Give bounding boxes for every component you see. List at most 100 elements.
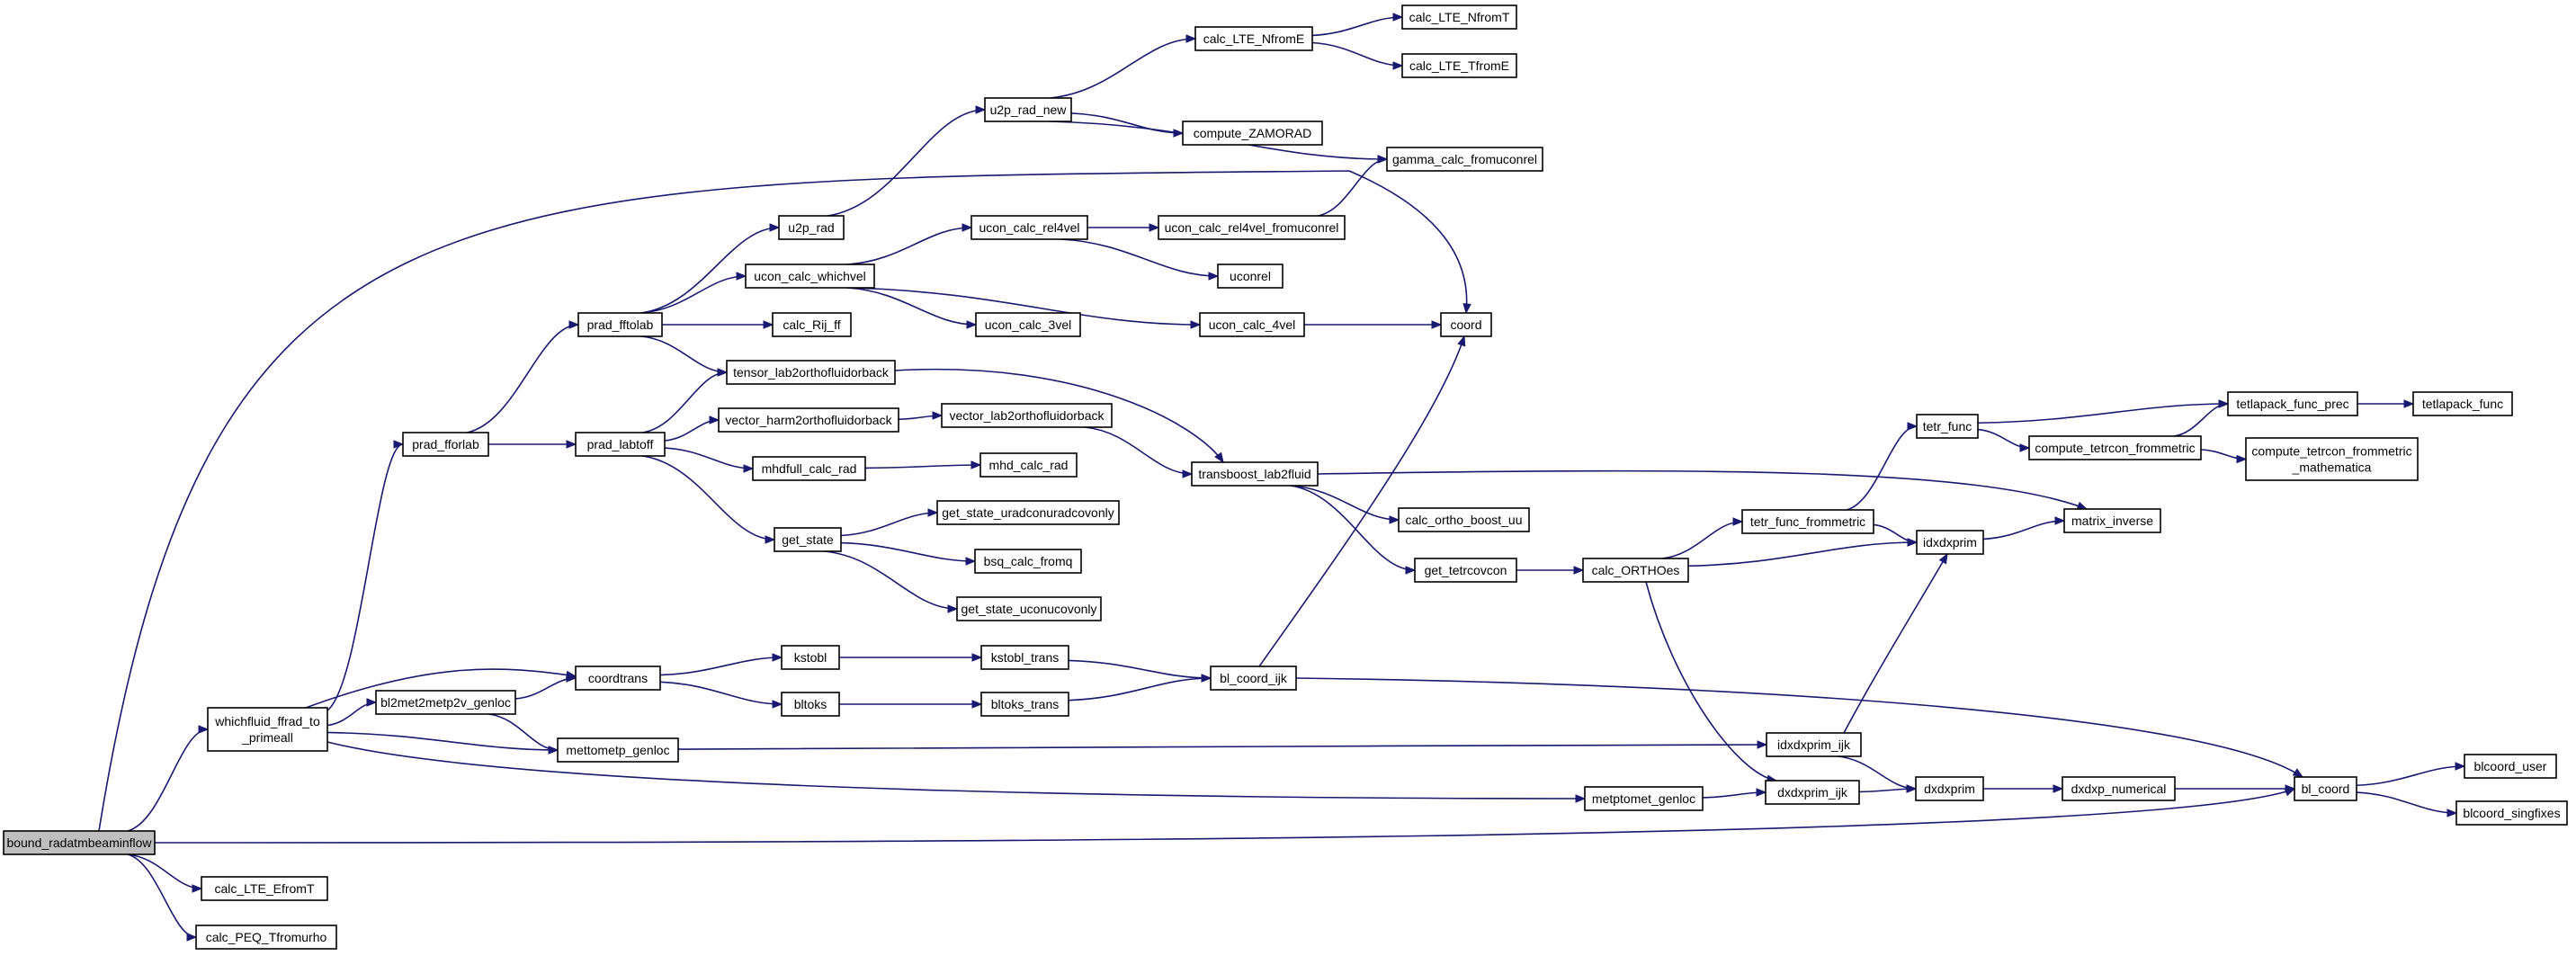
node-ucon_calc_4vel[interactable]: ucon_calc_4vel (1199, 312, 1305, 337)
node-ucon_calc_3vel[interactable]: ucon_calc_3vel (975, 312, 1081, 337)
edge-dxdxprim-to-dxdxp_numerical (1982, 784, 2064, 793)
edge-tetr_func-to-tetlapack_func_prec (1977, 399, 2230, 424)
node-get_state_uradconuradcovonly[interactable]: get_state_uradconuradcovonly (936, 500, 1120, 525)
node-mhdfull_calc_rad[interactable]: mhdfull_calc_rad (752, 456, 866, 481)
node-gamma_calc_fromuconrel[interactable]: gamma_calc_fromuconrel (1386, 147, 1543, 172)
node-label: u2p_rad_new (990, 103, 1068, 117)
edge-get_state-to-get_state_uconucovonly (824, 550, 959, 613)
node-label: mhdfull_calc_rad (762, 461, 857, 476)
node-transboost_lab2fluid[interactable]: transboost_lab2fluid (1191, 461, 1319, 487)
edge-whichfluid_ffrad_to_primeall-to-mettometp_genloc (326, 731, 559, 755)
node-ucon_calc_rel4vel[interactable]: ucon_calc_rel4vel (970, 215, 1088, 240)
node-whichfluid_ffrad_to_primeall[interactable]: whichfluid_ffrad_to_primeall (207, 707, 328, 752)
node-mettometp_genloc[interactable]: mettometp_genloc (557, 737, 679, 763)
node-label: bl_coord (2302, 782, 2350, 796)
node-dxdxprim[interactable]: dxdxprim (1915, 776, 1984, 801)
node-u2p_rad_new[interactable]: u2p_rad_new (984, 97, 1072, 122)
edge-line (326, 443, 404, 711)
arrowhead-icon (971, 700, 983, 709)
node-vector_lab2orthofluidorback[interactable]: vector_lab2orthofluidorback (941, 403, 1113, 428)
node-tetr_func[interactable]: tetr_func (1916, 414, 1979, 439)
node-dxdxprim_ijk[interactable]: dxdxprim_ijk (1765, 780, 1860, 805)
node-bsq_calc_fromq[interactable]: bsq_calc_fromq (974, 549, 1082, 574)
node-box (752, 456, 866, 481)
node-calc_ortho_boost_uu[interactable]: calc_ortho_boost_uu (1398, 507, 1530, 532)
node-mhd_calc_rad[interactable]: mhd_calc_rad (979, 452, 1078, 478)
node-box (941, 403, 1113, 428)
node-idxdxprim_ijk[interactable]: idxdxprim_ijk (1766, 732, 1862, 757)
node-coord[interactable]: coord (1440, 312, 1492, 337)
node-uconrel[interactable]: uconrel (1217, 264, 1284, 289)
node-calc_Rij_ff[interactable]: calc_Rij_ff (772, 312, 852, 337)
node-compute_tetrcon_frommetric_mathematica[interactable]: compute_tetrcon_frommetric_mathematica (2245, 437, 2419, 481)
arrowhead-icon (1431, 320, 1443, 329)
node-prad_fforlab[interactable]: prad_fforlab (402, 432, 489, 457)
node-compute_ZAMORAD[interactable]: compute_ZAMORAD (1182, 121, 1323, 146)
node-box (1440, 312, 1492, 337)
node-matrix_inverse[interactable]: matrix_inverse (2063, 508, 2161, 533)
node-bound_radatmbeaminflow[interactable]: bound_radatmbeaminflow (3, 830, 156, 855)
node-ucon_calc_rel4vel_fromuconrel[interactable]: ucon_calc_rel4vel_fromuconrel (1158, 215, 1346, 240)
node-ucon_calc_whichvel[interactable]: ucon_calc_whichvel (745, 264, 875, 289)
arrowhead-icon (765, 535, 776, 544)
edge-line (1317, 158, 1388, 217)
node-tensor_lab2orthofluidorback[interactable]: tensor_lab2orthofluidorback (726, 360, 896, 385)
edge-ucon_calc_whichvel-to-ucon_calc_4vel (846, 287, 1202, 329)
edge-ucon_calc_rel4vel-to-uconrel (1060, 238, 1220, 281)
node-coordtrans[interactable]: coordtrans (575, 666, 661, 691)
node-label: compute_tetrcon_frommetric (2035, 441, 2195, 455)
node-tetlapack_func[interactable]: tetlapack_func (2412, 391, 2513, 416)
edge-bl_coord-to-blcoord_singfixes (2356, 791, 2458, 818)
node-bl_coord_ijk[interactable]: bl_coord_ijk (1210, 666, 1297, 691)
node-prad_fftolab[interactable]: prad_fftolab (577, 312, 663, 337)
node-calc_ORTHOes[interactable]: calc_ORTHOes (1582, 558, 1689, 583)
node-idxdxprim[interactable]: idxdxprim (1916, 530, 1984, 555)
node-bl2met2metp2v_genloc[interactable]: bl2met2metp2v_genloc (375, 690, 516, 715)
node-kstobl[interactable]: kstobl (781, 645, 840, 670)
arrowhead-icon (1573, 566, 1585, 575)
edge-prad_fftolab-to-calc_Rij_ff (662, 320, 774, 329)
node-tetlapack_func_prec[interactable]: tetlapack_func_prec (2227, 391, 2358, 416)
node-calc_LTE_EfromT[interactable]: calc_LTE_EfromT (201, 876, 328, 901)
node-calc_PEQ_Tfromurho[interactable]: calc_PEQ_Tfromurho (195, 925, 337, 950)
node-kstobl_trans[interactable]: kstobl_trans (980, 645, 1069, 670)
node-bltoks[interactable]: bltoks (781, 692, 840, 717)
node-get_state_uconucovonly[interactable]: get_state_uconucovonly (956, 596, 1102, 621)
arrowhead-icon (971, 653, 983, 662)
edge-kstobl_trans-to-bl_coord_ijk (1068, 659, 1212, 683)
node-label: bltoks (794, 697, 827, 711)
node-calc_LTE_TfromE[interactable]: calc_LTE_TfromE (1401, 53, 1517, 78)
edge-line (846, 287, 1201, 326)
edge-line (2173, 403, 2229, 437)
node-label: compute_tetrcon_frommetric (2251, 444, 2411, 459)
node-label: get_tetrcovcon (1425, 563, 1507, 577)
node-bltoks_trans[interactable]: bltoks_trans (980, 692, 1069, 717)
node-dxdxp_numerical[interactable]: dxdxp_numerical (2062, 776, 2176, 801)
node-get_state[interactable]: get_state (774, 527, 842, 552)
arrowhead-icon (1756, 788, 1767, 797)
node-vector_harm2orthofluidorback[interactable]: vector_harm2orthofluidorback (718, 407, 899, 433)
node-box (201, 876, 328, 901)
node-calc_LTE_NfromT[interactable]: calc_LTE_NfromT (1401, 4, 1517, 30)
edge-line (846, 227, 972, 265)
node-get_tetrcovcon[interactable]: get_tetrcovcon (1414, 558, 1517, 583)
node-blcoord_singfixes[interactable]: blcoord_singfixes (2455, 800, 2568, 826)
node-compute_tetrcon_frommetric[interactable]: compute_tetrcon_frommetric (2028, 435, 2202, 460)
node-prad_labtoff[interactable]: prad_labtoff (575, 432, 666, 457)
edge-dxdxprim_ijk-to-dxdxprim (1858, 784, 1918, 793)
node-box (980, 692, 1069, 717)
edge-whichfluid_ffrad_to_primeall-to-metptomet_genloc (326, 741, 1587, 803)
node-metptomet_genloc[interactable]: metptomet_genloc (1584, 786, 1704, 811)
edge-line (1982, 520, 2065, 541)
node-box (975, 312, 1081, 337)
node-calc_LTE_NfromE[interactable]: calc_LTE_NfromE (1194, 26, 1313, 51)
node-bl_coord[interactable]: bl_coord (2294, 776, 2357, 801)
arrowhead-icon (1405, 566, 1417, 575)
edge-calc_ORTHOes-to-tetr_func_frommetric (1661, 517, 1744, 559)
node-blcoord_user[interactable]: blcoord_user (2464, 754, 2557, 779)
node-tetr_func_frommetric[interactable]: tetr_func_frommetric (1741, 509, 1874, 534)
edge-calc_ORTHOes-to-idxdxprim (1687, 538, 1919, 567)
edge-line (894, 368, 1224, 463)
node-u2p_rad[interactable]: u2p_rad (778, 215, 845, 240)
edge-bltoks-to-bltoks_trans (838, 700, 983, 709)
